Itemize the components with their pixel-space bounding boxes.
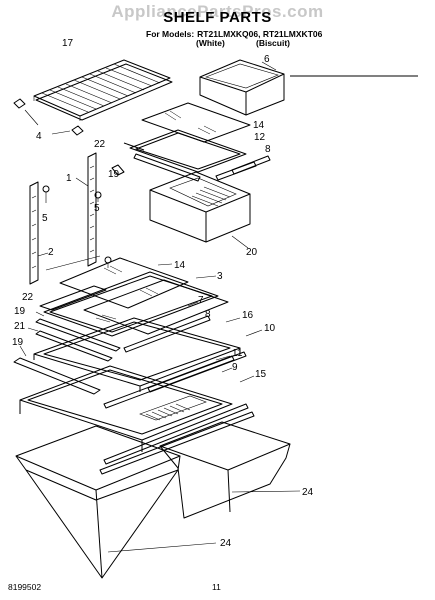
callout-15: 15 bbox=[255, 369, 267, 380]
callout-2: 2 bbox=[48, 247, 54, 258]
callout-9: 9 bbox=[232, 362, 238, 373]
screw-part bbox=[42, 185, 112, 268]
callout-5-upper: 5 bbox=[94, 203, 100, 214]
meat-pan-part bbox=[149, 171, 251, 249]
callout-labels: 17 6 4 14 22 12 8 1 19 5 20 5 2 14 3 22 … bbox=[12, 38, 314, 549]
right-ladder-rail-part bbox=[29, 181, 101, 285]
page-number: 11 bbox=[212, 582, 221, 592]
callout-8-upper: 8 bbox=[265, 144, 271, 155]
callout-10: 10 bbox=[264, 323, 276, 334]
crisper-cover-frame-part bbox=[27, 271, 219, 362]
callout-19-upper: 19 bbox=[108, 169, 120, 180]
callout-24-left: 24 bbox=[220, 538, 232, 549]
watermark: AppliancePartsPros.com bbox=[111, 2, 324, 21]
models-label: For Models: bbox=[146, 29, 195, 39]
left-ladder-rail-part bbox=[75, 152, 97, 267]
lower-glass-shelf-part bbox=[59, 257, 189, 309]
wire-shelf-part bbox=[33, 59, 173, 121]
callout-3: 3 bbox=[217, 271, 223, 282]
model-variant-white: (White) bbox=[196, 38, 225, 48]
callout-22-upper: 22 bbox=[94, 139, 106, 150]
callout-20: 20 bbox=[246, 247, 258, 258]
callout-6: 6 bbox=[264, 54, 270, 65]
callout-22-lower: 22 bbox=[22, 292, 34, 303]
crisper-divider-part bbox=[19, 365, 255, 475]
rear-trim-part bbox=[13, 345, 235, 409]
callout-17: 17 bbox=[62, 38, 74, 49]
callout-14-upper: 14 bbox=[253, 120, 265, 131]
crisper-glass-part bbox=[83, 275, 229, 335]
models-line: For Models:RT21LMXKQ06, RT21LMXKT06 bbox=[146, 29, 322, 39]
callout-24-right: 24 bbox=[302, 487, 314, 498]
model-variant-biscuit: (Biscuit) bbox=[256, 38, 290, 48]
callout-5-left: 5 bbox=[42, 213, 48, 224]
callout-8-lower: 8 bbox=[205, 309, 211, 320]
models-value: RT21LMXKQ06, RT21LMXKT06 bbox=[197, 29, 323, 39]
callout-4: 4 bbox=[36, 131, 42, 142]
callout-7: 7 bbox=[198, 295, 204, 306]
diagram-code: 8199502 bbox=[8, 582, 42, 592]
callout-16: 16 bbox=[242, 310, 254, 321]
callout-21: 21 bbox=[14, 321, 26, 332]
callout-19-middle: 19 bbox=[14, 306, 26, 317]
upper-shelf-frame-part bbox=[111, 129, 271, 182]
callout-19-lower: 19 bbox=[12, 337, 24, 348]
callout-14-lower: 14 bbox=[174, 260, 186, 271]
callout-1: 1 bbox=[66, 173, 72, 184]
door-bin-part bbox=[199, 59, 285, 116]
callout-11: 11 bbox=[232, 348, 243, 359]
callout-12: 12 bbox=[254, 132, 266, 143]
crisper-pan-part bbox=[15, 421, 301, 579]
shelf-support-part bbox=[13, 98, 84, 136]
page-title: SHELF PARTS bbox=[163, 9, 272, 26]
